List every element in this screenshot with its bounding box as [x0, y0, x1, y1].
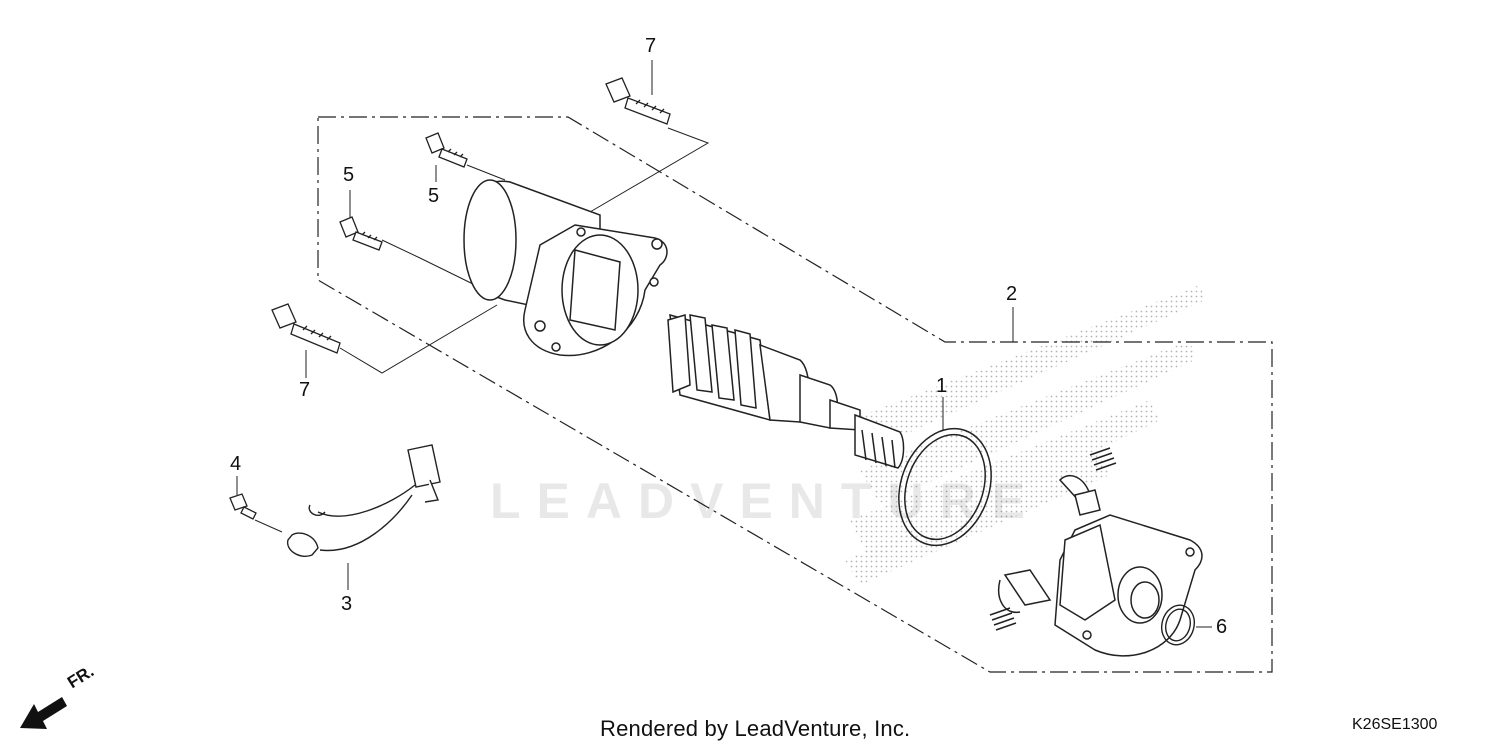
screw-lower: [339, 216, 383, 251]
callout-3: 3: [341, 593, 353, 615]
small-screw: [229, 493, 257, 520]
footer-credit: Rendered by LeadVenture, Inc.: [600, 716, 911, 741]
wing-logo-watermark: [845, 285, 1205, 585]
callout-1: 1: [936, 375, 948, 397]
callout-7-lower: 7: [299, 379, 311, 401]
watermark-text: LEADVENTURE: [490, 473, 1042, 529]
armature: [667, 313, 905, 469]
callout-2: 2: [1006, 283, 1018, 305]
assembly-outline: [317, 116, 1273, 673]
callout-6: 6: [1216, 616, 1228, 638]
o-ring-large: [898, 427, 992, 547]
front-direction-arrow-icon: [20, 697, 67, 729]
callout-5-lower: 5: [343, 164, 355, 186]
wire-harness: [286, 444, 441, 557]
screw-upper: [425, 132, 468, 168]
flange-bolt-lower: [271, 303, 341, 354]
callout-7-upper: 7: [645, 35, 657, 57]
o-ring-small: [1161, 604, 1195, 646]
callout-4: 4: [230, 453, 242, 475]
flange-bolt-upper: [605, 77, 671, 125]
end-cover-assembly: [989, 447, 1203, 657]
motor-case: [463, 179, 668, 357]
leader-lines: [236, 60, 1212, 628]
callout-5-upper: 5: [428, 185, 440, 207]
diagram-code: K26SE1300: [1352, 716, 1438, 733]
